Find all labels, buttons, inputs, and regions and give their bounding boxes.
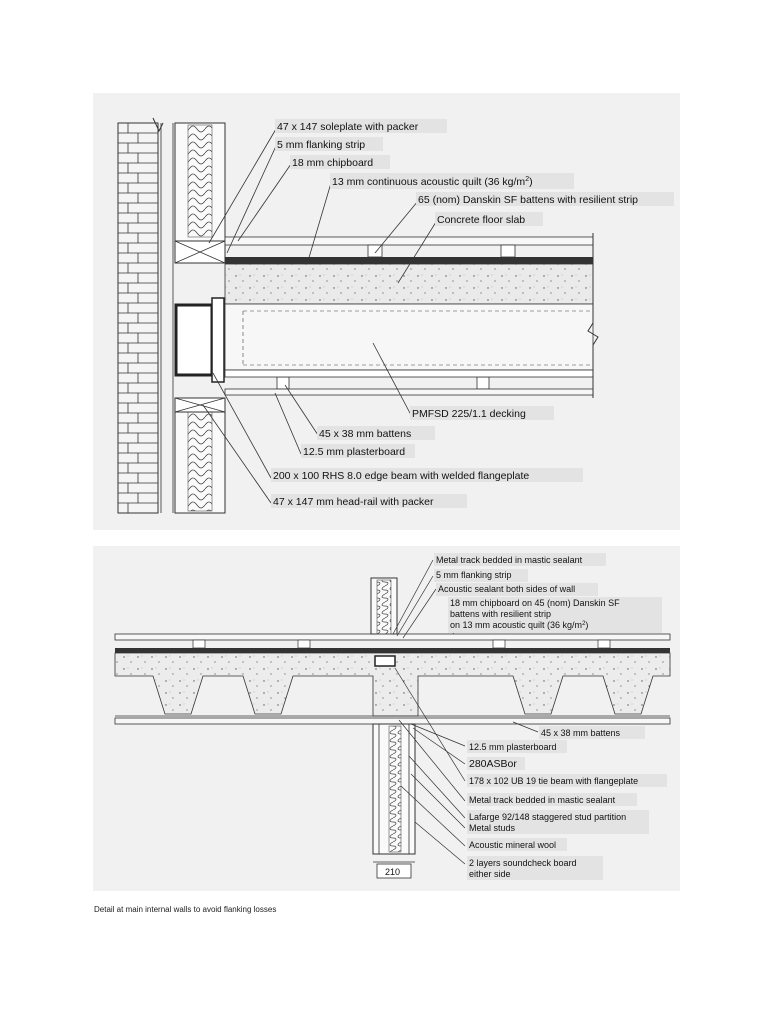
label-plasterboard: 12.5 mm plasterboard bbox=[469, 742, 557, 752]
label-acoustic-sealant: Acoustic sealant both sides of wall bbox=[438, 584, 575, 594]
label-tie-beam: 178 x 102 UB 19 tie beam with flangeplat… bbox=[469, 776, 638, 786]
label-battens: 45 x 38 mm battens bbox=[541, 728, 621, 738]
bottom-section-drawing: 210 Metal track bedded in mastic sealant… bbox=[114, 553, 671, 880]
top-section-drawing: 47 x 147 soleplate with packer 5 mm flan… bbox=[117, 117, 674, 514]
label-soundcheck-board: 2 layers soundcheck board bbox=[469, 858, 577, 868]
label-battens: 45 x 38 mm battens bbox=[319, 428, 411, 440]
label-resilient-strip: battens with resilient strip bbox=[450, 609, 551, 619]
label-chipboard: 18 mm chipboard bbox=[292, 157, 373, 169]
chipboard bbox=[224, 236, 594, 246]
chipboard-floor bbox=[114, 633, 671, 641]
label-acoustic-quilt: 13 mm continuous acoustic quilt (36 kg/m… bbox=[332, 176, 533, 188]
concrete-floor-slab bbox=[224, 263, 594, 305]
brick-wall bbox=[117, 122, 159, 514]
label-decking: PMFSD 225/1.1 decking bbox=[412, 408, 526, 420]
plasterboard-ceiling bbox=[114, 717, 671, 725]
decking bbox=[224, 303, 594, 371]
label-head-rail: 47 x 147 mm head-rail with packer bbox=[273, 496, 434, 508]
label-metal-track-top: Metal track bedded in mastic sealant bbox=[436, 555, 583, 565]
dimension-label: 210 bbox=[385, 867, 400, 877]
figure-caption: Detail at main internal walls to avoid f… bbox=[94, 905, 277, 914]
label-concrete-floor-slab: Concrete floor slab bbox=[437, 214, 525, 226]
bottom-section-detail: 210 Metal track bedded in mastic sealant… bbox=[93, 546, 680, 891]
label-soleplate: 47 x 147 soleplate with packer bbox=[277, 121, 419, 133]
label-flanking-strip: 5 mm flanking strip bbox=[436, 570, 512, 580]
label-either-side: either side bbox=[469, 869, 511, 879]
label-stud-partition: Lafarge 92/148 staggered stud partition bbox=[469, 812, 626, 822]
label-flanking-strip: 5 mm flanking strip bbox=[277, 139, 365, 151]
acoustic-quilt bbox=[225, 257, 593, 264]
label-acoustic-quilt: on 13 mm acoustic quilt (36 kg/m2) bbox=[450, 620, 588, 630]
label-mineral-wool: Acoustic mineral wool bbox=[469, 840, 556, 850]
label-metal-track-bottom: Metal track bedded in mastic sealant bbox=[469, 795, 616, 805]
label-danskin-battens: 65 (nom) Danskin SF battens with resilie… bbox=[418, 194, 638, 206]
label-metal-studs: Metal studs bbox=[469, 823, 516, 833]
label-edge-beam: 200 x 100 RHS 8.0 edge beam with welded … bbox=[273, 470, 529, 482]
rhs-edge-beam bbox=[174, 303, 214, 377]
label-plasterboard: 12.5 mm plasterboard bbox=[303, 446, 405, 458]
top-section-detail: 47 x 147 soleplate with packer 5 mm flan… bbox=[93, 93, 680, 530]
tie-beam-flange bbox=[374, 655, 396, 667]
label-chipboard-battens: 18 mm chipboard on 45 (nom) Danskin SF bbox=[450, 598, 620, 608]
label-280asbor: 280ASBor bbox=[469, 758, 517, 770]
acoustic-quilt-floor bbox=[115, 648, 670, 653]
plasterboard bbox=[224, 388, 594, 396]
